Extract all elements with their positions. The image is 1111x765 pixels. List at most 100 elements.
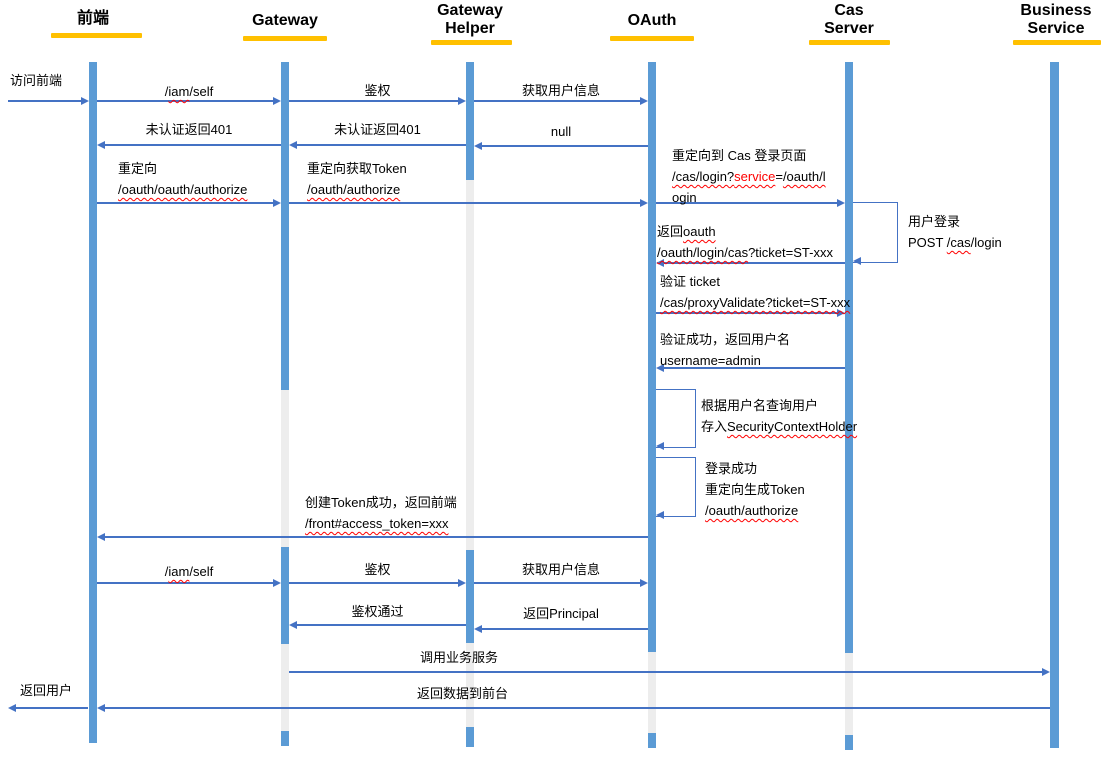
message-unauthorized-401-to-frontend-label: 未认证返回401 [97, 119, 281, 140]
text-segment: 创建Token成功，返回前端 [305, 495, 457, 510]
message-return-user-label: 返回用户 [20, 680, 72, 701]
message-validate-success-username-label-line: 验证成功，返回用户名 [660, 329, 790, 350]
lifeline-underline-gateway [243, 36, 327, 41]
message-redirect-get-token-label-line: /oauth/authorize [307, 179, 407, 200]
lifeline-header-gateway: Gateway [252, 12, 318, 30]
lifeline-underline-business-service [1013, 40, 1101, 45]
lifeline-header-line: 前端 [76, 10, 110, 27]
message-null-response [481, 145, 648, 147]
self-loop-login-success-redirect-token-label-line: 重定向生成Token [705, 479, 805, 500]
message-unauthorized-401-to-gateway-label: 未认证返回401 [289, 119, 466, 140]
text-segment: /self [189, 564, 214, 579]
message-null-response-label-line: null [474, 121, 648, 142]
message-iam-self-1-label-line: /iam/self [97, 81, 281, 102]
arrowhead-validate-ticket [837, 308, 845, 317]
arrowhead-unauthorized-401-to-gateway [289, 140, 297, 149]
message-validate-ticket [656, 312, 838, 314]
message-validate-success-username-label: 验证成功，返回用户名 username=admin [660, 329, 790, 371]
message-return-principal [481, 628, 648, 630]
message-token-created-return-frontend [104, 536, 648, 538]
text-segment: /oauth/l [782, 169, 826, 184]
lifeline-header-line: Gateway [252, 12, 318, 29]
message-return-oauth-ticket [663, 262, 845, 264]
lifeline-cas-server-idle-segment [845, 653, 853, 735]
text-segment: 鉴权通过 [351, 604, 404, 619]
arrowhead-auth-passed [289, 620, 297, 629]
arrowhead-auth-check-2 [458, 578, 466, 587]
lifeline-business-service-active-segment [1050, 62, 1059, 748]
text-segment: 验证成功，返回用户名 [660, 332, 791, 347]
text-segment: 用户登录 [908, 214, 961, 229]
message-return-principal-label-line: 返回Principal [474, 603, 648, 624]
text-segment: 获取用户信息 [521, 83, 600, 98]
message-redirect-cas-login-page [656, 202, 838, 204]
message-unauthorized-401-to-frontend-label-line: 未认证返回401 [97, 119, 281, 140]
text-segment: /cas/proxyValidate?ticket=ST-xxx [660, 295, 851, 310]
message-token-created-return-frontend-label-line: /front#access_token=xxx [305, 513, 457, 534]
text-segment: / [164, 564, 169, 579]
arrowhead-redirect-get-token [640, 198, 648, 207]
self-loop-user-login-label-line: 用户登录 [908, 211, 1002, 232]
message-redirect-oauth-authorize-label-line: /oauth/oauth/authorize [118, 179, 247, 200]
message-fetch-user-info-2-label: 获取用户信息 [474, 559, 648, 580]
arrowhead-token-created-return-frontend [97, 532, 105, 541]
message-redirect-cas-login-page-label-line: /cas/login?service=/oauth/l [672, 166, 826, 187]
lifeline-front-active-segment [89, 62, 97, 743]
lifeline-oauth-active-segment [648, 733, 656, 748]
text-segment: 重定向生成Token [705, 482, 805, 497]
self-loop-arrowhead-user-login [853, 256, 861, 265]
arrowhead-return-data-to-frontend [97, 703, 105, 712]
lifeline-gateway-active-segment [281, 62, 289, 390]
lifeline-gateway-helper-idle-segment [466, 180, 474, 550]
self-loop-login-success-redirect-token-label-line: 登录成功 [705, 458, 805, 479]
lifeline-gateway-active-segment [281, 731, 289, 746]
message-auth-check-1-label: 鉴权 [289, 80, 466, 101]
text-segment: POST [908, 235, 947, 250]
arrowhead-return-oauth-ticket [656, 258, 664, 267]
arrowhead-visit-frontend [81, 96, 89, 105]
message-redirect-cas-login-page-label: 重定向到 Cas 登录页面/cas/login?service=/oauth/l… [672, 145, 826, 208]
text-segment: 访问前端 [10, 73, 63, 88]
message-auth-passed [296, 624, 466, 626]
text-segment: 存入 [701, 419, 728, 434]
lifeline-header-line: OAuth [627, 12, 677, 29]
arrowhead-fetch-user-info-2 [640, 578, 648, 587]
arrowhead-unauthorized-401-to-frontend [97, 140, 105, 149]
lifeline-header-front: 前端 [77, 10, 109, 28]
message-unauthorized-401-to-gateway-label-line: 未认证返回401 [289, 119, 466, 140]
self-loop-arrowhead-login-success-redirect-token [656, 510, 664, 519]
text-segment: /oauth/login/cas [657, 245, 749, 260]
message-validate-success-username-label-line: username=admin [660, 350, 790, 371]
message-visit-frontend-label: 访问前端 [10, 70, 62, 91]
message-return-oauth-ticket-label-line: 返回oauth [657, 221, 833, 242]
text-segment: 鉴权 [364, 83, 391, 98]
message-iam-self-1 [97, 100, 274, 102]
message-return-oauth-ticket-label: 返回oauth/oauth/login/cas?ticket=ST-xxx [657, 221, 833, 263]
arrowhead-return-principal [474, 624, 482, 633]
arrowhead-redirect-oauth-authorize [273, 198, 281, 207]
arrowhead-call-business-service [1042, 667, 1050, 676]
message-validate-ticket-label-line: 验证 ticket [660, 271, 850, 292]
text-segment: 获取用户信息 [521, 562, 600, 577]
message-auth-check-1 [289, 100, 459, 102]
arrowhead-fetch-user-info-1 [640, 96, 648, 105]
lifeline-underline-gateway-helper [431, 40, 512, 45]
lifeline-header-line: Service [1027, 20, 1085, 37]
text-segment: 根据用户名查询用户 [701, 398, 819, 413]
message-redirect-oauth-authorize-label-line: 重定向 [118, 158, 247, 179]
message-unauthorized-401-to-frontend [104, 144, 281, 146]
message-iam-self-2-label: /iam/self [97, 561, 281, 582]
arrowhead-redirect-cas-login-page [837, 198, 845, 207]
lifeline-header-line: Server [824, 20, 874, 37]
lifeline-underline-cas-server [809, 40, 890, 45]
text-segment: SecurityContextHolder [727, 419, 858, 434]
message-unauthorized-401-to-gateway [296, 144, 466, 146]
text-segment: username=admin [660, 353, 761, 368]
self-loop-query-user-store-context-label-line: 根据用户名查询用户 [701, 395, 857, 416]
message-return-user-label-line: 返回用户 [20, 680, 72, 701]
arrowhead-iam-self-2 [273, 578, 281, 587]
message-redirect-oauth-authorize [97, 202, 274, 204]
message-token-created-return-frontend-label-line: 创建Token成功，返回前端 [305, 492, 457, 513]
